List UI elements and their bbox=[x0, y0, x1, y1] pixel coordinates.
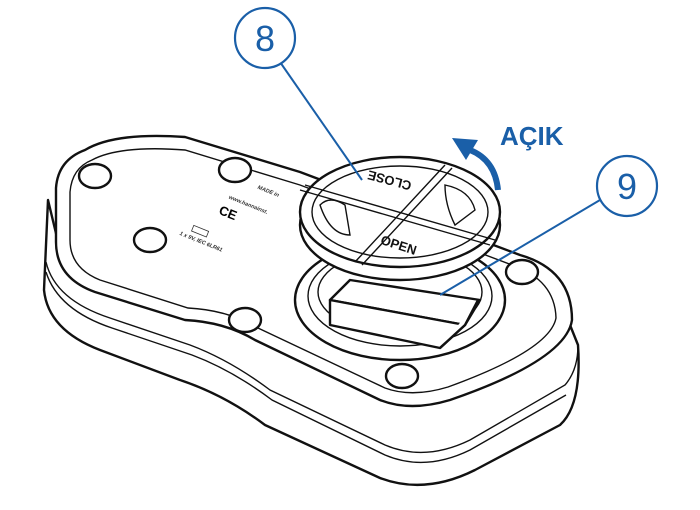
callout-8-number: 8 bbox=[255, 18, 275, 59]
callout-9-number: 9 bbox=[617, 166, 637, 207]
battery-symbol-icon bbox=[191, 224, 210, 238]
rotate-open-arrow-icon bbox=[452, 138, 501, 191]
callout-9-circle bbox=[595, 154, 659, 218]
callout-9-leader bbox=[439, 199, 601, 296]
open-direction-label: AÇIK bbox=[500, 121, 564, 151]
callout-8-leader bbox=[279, 61, 363, 181]
callout-8-circle bbox=[233, 6, 297, 70]
rubber-feet bbox=[77, 156, 540, 390]
battery-cap: CLOSE OPEN bbox=[298, 155, 502, 282]
ce-mark: CE bbox=[217, 202, 240, 223]
battery bbox=[328, 278, 482, 350]
